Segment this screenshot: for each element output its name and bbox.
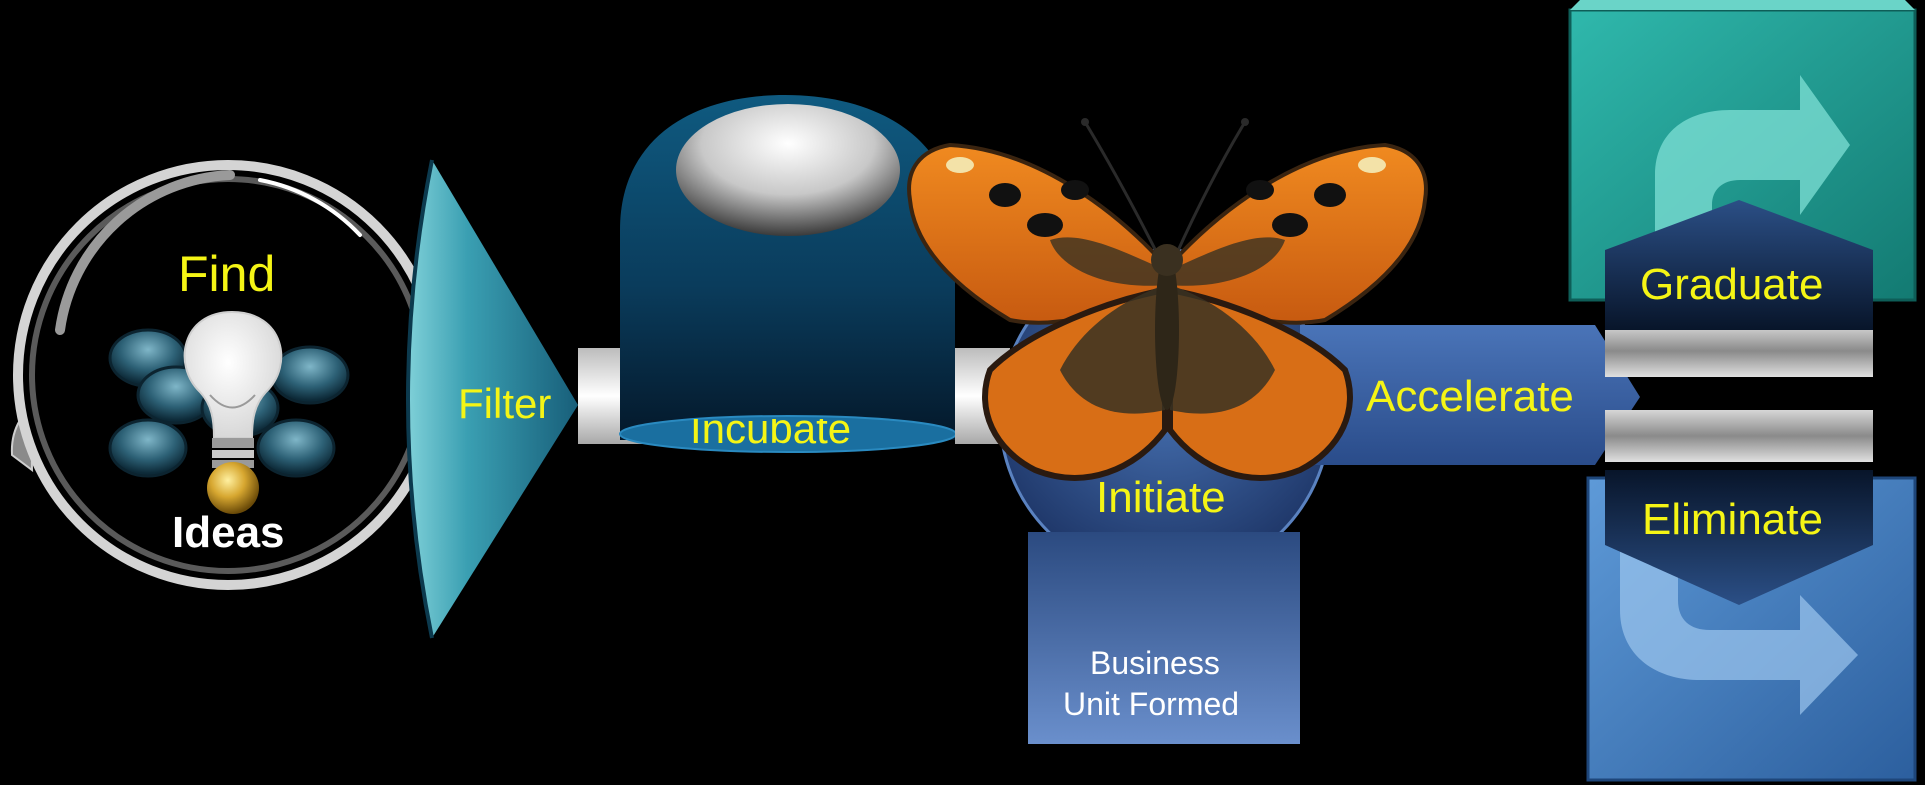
butterfly-image xyxy=(907,118,1428,481)
business-unit-box xyxy=(1028,532,1300,744)
light-bulb-icon xyxy=(183,310,283,514)
graduate-label: Graduate xyxy=(1640,260,1824,309)
business-unit-label-line1: Business xyxy=(1090,645,1220,681)
ideas-label: Ideas xyxy=(172,508,285,557)
graduate-hexagon xyxy=(1605,200,1873,330)
filter-label: Filter xyxy=(458,380,552,427)
eliminate-label: Eliminate xyxy=(1642,495,1823,544)
find-label: Find xyxy=(178,246,276,302)
incubate-label: Incubate xyxy=(690,405,852,452)
eliminate-hexagon xyxy=(1605,470,1873,605)
eliminate-connector-bar xyxy=(1605,410,1873,462)
accelerate-arrow xyxy=(1300,325,1640,465)
graduate-connector-bar xyxy=(1605,325,1873,377)
filter-funnel-shape xyxy=(405,159,578,639)
curved-down-arrow-icon xyxy=(1620,520,1858,715)
initiate-label: Initiate xyxy=(1096,473,1226,522)
incubator-shape xyxy=(619,95,957,453)
accelerate-label: Accelerate xyxy=(1366,372,1574,421)
business-unit-label-line2: Unit Formed xyxy=(1063,686,1240,722)
